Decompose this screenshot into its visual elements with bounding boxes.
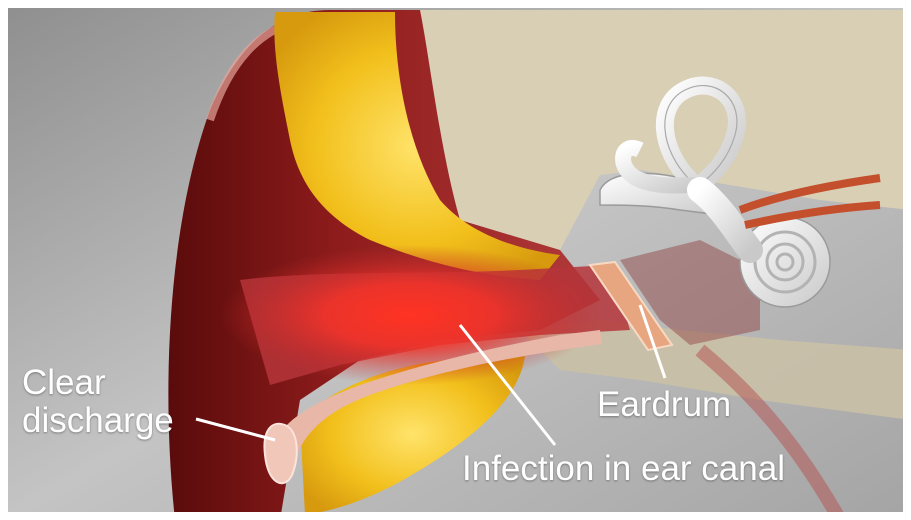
clear-discharge-label: Clear discharge xyxy=(22,364,174,440)
clear-discharge-label-line1: Clear xyxy=(22,364,174,402)
infection-label: Infection in ear canal xyxy=(462,450,785,488)
infection-glow xyxy=(220,245,600,385)
discharge-droplet xyxy=(264,424,296,483)
eardrum-label: Eardrum xyxy=(597,386,731,424)
clear-discharge-label-line2: discharge xyxy=(22,402,174,440)
